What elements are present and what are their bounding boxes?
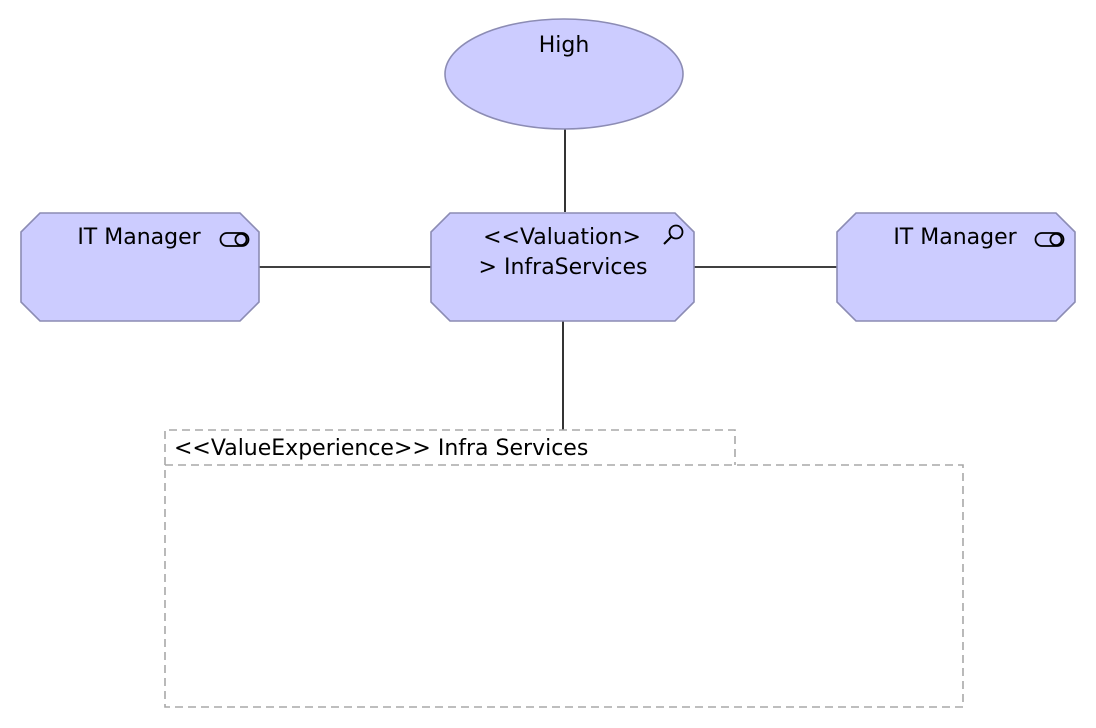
valuation-node-label-line2: > InfraServices [479,255,648,280]
magnifier-icon [663,224,684,245]
outcome-node[interactable]: High [444,18,684,130]
value-experience-group-body [164,464,964,708]
value-experience-group-tab [164,429,736,465]
valuation-node[interactable]: <<Valuation> > InfraServices [430,212,695,322]
valuation-node-shape [430,212,695,322]
left-role-node[interactable]: IT Manager [20,212,260,322]
connectors [259,128,837,430]
left-role-node-shape [20,212,260,322]
left-role-node-label: IT Manager [77,225,201,250]
right-role-node[interactable]: IT Manager [836,212,1076,322]
outcome-node-shape [444,18,684,130]
right-role-node-label: IT Manager [893,225,1017,250]
role-icon [1034,232,1065,247]
value-experience-group-label: <<ValueExperience>> Infra Services [174,436,588,461]
valuation-node-label-line1: <<Valuation> [483,225,641,250]
value-experience-group[interactable]: <<ValueExperience>> Infra Services [164,429,964,708]
right-role-node-shape [836,212,1076,322]
role-icon [219,232,250,247]
outcome-node-label: High [539,33,590,58]
